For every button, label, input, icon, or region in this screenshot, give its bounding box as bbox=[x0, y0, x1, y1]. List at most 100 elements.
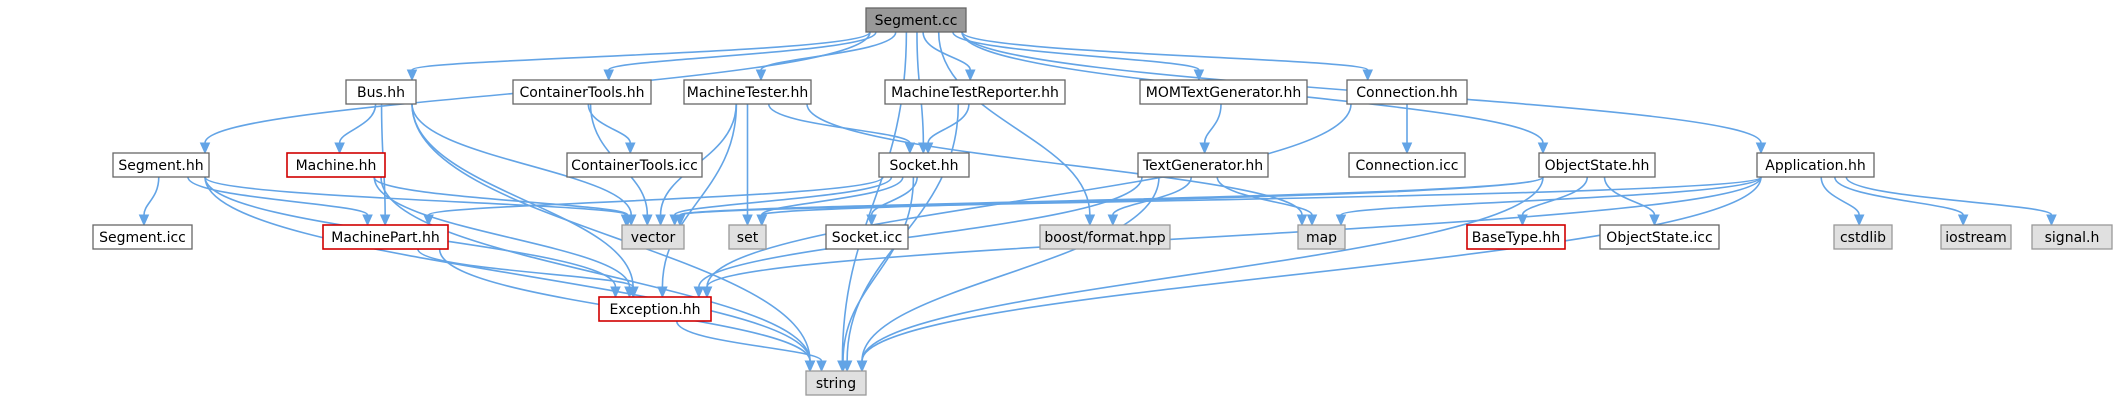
node-momtextgenerator-hh[interactable]: MOMTextGenerator.hh bbox=[1139, 79, 1308, 105]
edge-line bbox=[952, 31, 1200, 71]
node-machinepart-hh[interactable]: MachinePart.hh bbox=[322, 224, 449, 250]
node-textgenerator-hh[interactable]: TextGenerator.hh bbox=[1137, 152, 1269, 178]
node-segment-cc[interactable]: Segment.cc bbox=[865, 7, 967, 33]
node-segment-icc[interactable]: Segment.icc bbox=[92, 224, 193, 250]
edge-line bbox=[411, 31, 871, 71]
edge-application-hh-to-map bbox=[1335, 176, 1762, 227]
node-label: Application.hh bbox=[1765, 158, 1865, 174]
arrowhead-icon bbox=[1649, 214, 1660, 227]
edge-line bbox=[706, 103, 1352, 288]
node-string: string bbox=[805, 370, 867, 396]
edge-segment-cc-to-boost-format-hpp bbox=[937, 31, 1096, 227]
arrowhead-icon bbox=[655, 214, 666, 227]
edge-momtextgenerator-hh-to-textgenerator-hh bbox=[1199, 103, 1222, 155]
node-box bbox=[683, 79, 812, 105]
node-containertools-hh[interactable]: ContainerTools.hh bbox=[512, 79, 652, 105]
arrowhead-icon bbox=[1755, 142, 1767, 155]
node-socket-icc[interactable]: Socket.icc bbox=[825, 224, 909, 250]
node-objectstate-hh[interactable]: ObjectState.hh bbox=[1538, 152, 1656, 178]
edge-line bbox=[373, 176, 629, 216]
edge-line bbox=[1216, 176, 1313, 216]
edge-segment-cc-to-machinetester-hh bbox=[755, 31, 897, 82]
edge-line bbox=[204, 176, 627, 216]
node-box bbox=[865, 7, 967, 33]
node-label: set bbox=[737, 230, 759, 246]
edge-line bbox=[411, 103, 811, 362]
arrowhead-icon bbox=[138, 214, 150, 227]
node-objectstate-icc[interactable]: ObjectState.icc bbox=[1599, 224, 1720, 250]
arrowhead-icon bbox=[1084, 214, 1096, 227]
arrowhead-icon bbox=[693, 286, 705, 299]
edge-line bbox=[417, 248, 635, 288]
arrowhead-icon bbox=[1853, 214, 1865, 227]
node-box bbox=[322, 224, 449, 250]
edge-line bbox=[380, 176, 811, 362]
edge-socket-hh-to-machinepart-hh bbox=[423, 176, 884, 227]
node-label: TextGenerator.hh bbox=[1142, 158, 1263, 174]
node-box bbox=[2031, 224, 2113, 250]
node-bus-hh[interactable]: Bus.hh bbox=[345, 79, 417, 105]
node-box bbox=[112, 152, 210, 178]
edge-line bbox=[927, 103, 970, 144]
node-label: map bbox=[1306, 230, 1337, 246]
node-box bbox=[598, 296, 712, 322]
arrowhead-icon bbox=[856, 360, 868, 373]
arrowhead-icon bbox=[1199, 142, 1210, 155]
edge-line bbox=[427, 176, 884, 216]
edge-line bbox=[411, 103, 634, 288]
node-box bbox=[621, 224, 685, 250]
node-machinetestreporter-hh[interactable]: MachineTestReporter.hh bbox=[884, 79, 1066, 105]
edge-line bbox=[861, 176, 1544, 362]
node-box bbox=[884, 79, 1066, 105]
arrowhead-icon bbox=[406, 69, 418, 82]
node-exception-hh[interactable]: Exception.hh bbox=[598, 296, 712, 322]
edge-segment-cc-to-bus-hh bbox=[406, 31, 871, 82]
node-application-hh[interactable]: Application.hh bbox=[1756, 152, 1875, 178]
node-label: iostream bbox=[1945, 230, 2007, 246]
node-label: ObjectState.icc bbox=[1606, 230, 1712, 246]
edge-segment-cc-to-momtextgenerator-hh bbox=[952, 31, 1205, 82]
node-cstdlib: cstdlib bbox=[1833, 224, 1893, 250]
edge-line bbox=[411, 103, 633, 216]
node-segment-hh[interactable]: Segment.hh bbox=[112, 152, 210, 178]
edge-line bbox=[143, 176, 160, 216]
node-machinetester-hh[interactable]: MachineTester.hh bbox=[683, 79, 812, 105]
arrowhead-icon bbox=[1362, 69, 1373, 82]
node-containertools-icc[interactable]: ContainerTools.icc bbox=[566, 152, 703, 178]
edge-line bbox=[338, 103, 377, 144]
node-socket-hh[interactable]: Socket.hh bbox=[878, 152, 970, 178]
node-connection-icc[interactable]: Connection.icc bbox=[1348, 152, 1466, 178]
edge-exception-hh-to-string bbox=[675, 320, 827, 373]
arrowhead-icon bbox=[701, 286, 713, 299]
node-label: Bus.hh bbox=[357, 85, 405, 101]
edge-line bbox=[922, 31, 972, 71]
edge-line bbox=[187, 176, 369, 216]
arrowhead-icon bbox=[837, 360, 849, 373]
arrowhead-icon bbox=[804, 360, 816, 373]
edge-line bbox=[937, 31, 1091, 216]
arrowhead-icon bbox=[755, 69, 767, 82]
node-box bbox=[1538, 152, 1656, 178]
edge-machinetester-hh-to-set bbox=[742, 104, 753, 227]
node-label: boost/format.hpp bbox=[1044, 230, 1165, 246]
node-connection-hh[interactable]: Connection.hh bbox=[1346, 79, 1468, 105]
edge-machine-hh-to-string bbox=[380, 176, 816, 373]
edge-segment-cc-to-containertools-hh bbox=[603, 31, 877, 82]
node-basetype-hh[interactable]: BaseType.hh bbox=[1466, 224, 1566, 250]
node-label: Segment.icc bbox=[99, 230, 186, 246]
node-machine-hh[interactable]: Machine.hh bbox=[286, 152, 386, 178]
edge-line bbox=[861, 176, 1160, 362]
node-label: vector bbox=[631, 230, 676, 246]
node-signal-h: signal.h bbox=[2031, 224, 2113, 250]
edge-socket-hh-to-socket-icc bbox=[866, 176, 918, 227]
node-box bbox=[878, 152, 970, 178]
edge-line bbox=[1845, 176, 2053, 216]
edge-line bbox=[706, 176, 1762, 288]
arrowhead-icon bbox=[756, 214, 768, 227]
edge-line bbox=[861, 176, 1762, 362]
edge-line bbox=[673, 176, 893, 216]
node-box bbox=[1833, 224, 1893, 250]
edge-segment-hh-to-segment-icc bbox=[138, 176, 160, 227]
node-label: Segment.hh bbox=[118, 158, 203, 174]
